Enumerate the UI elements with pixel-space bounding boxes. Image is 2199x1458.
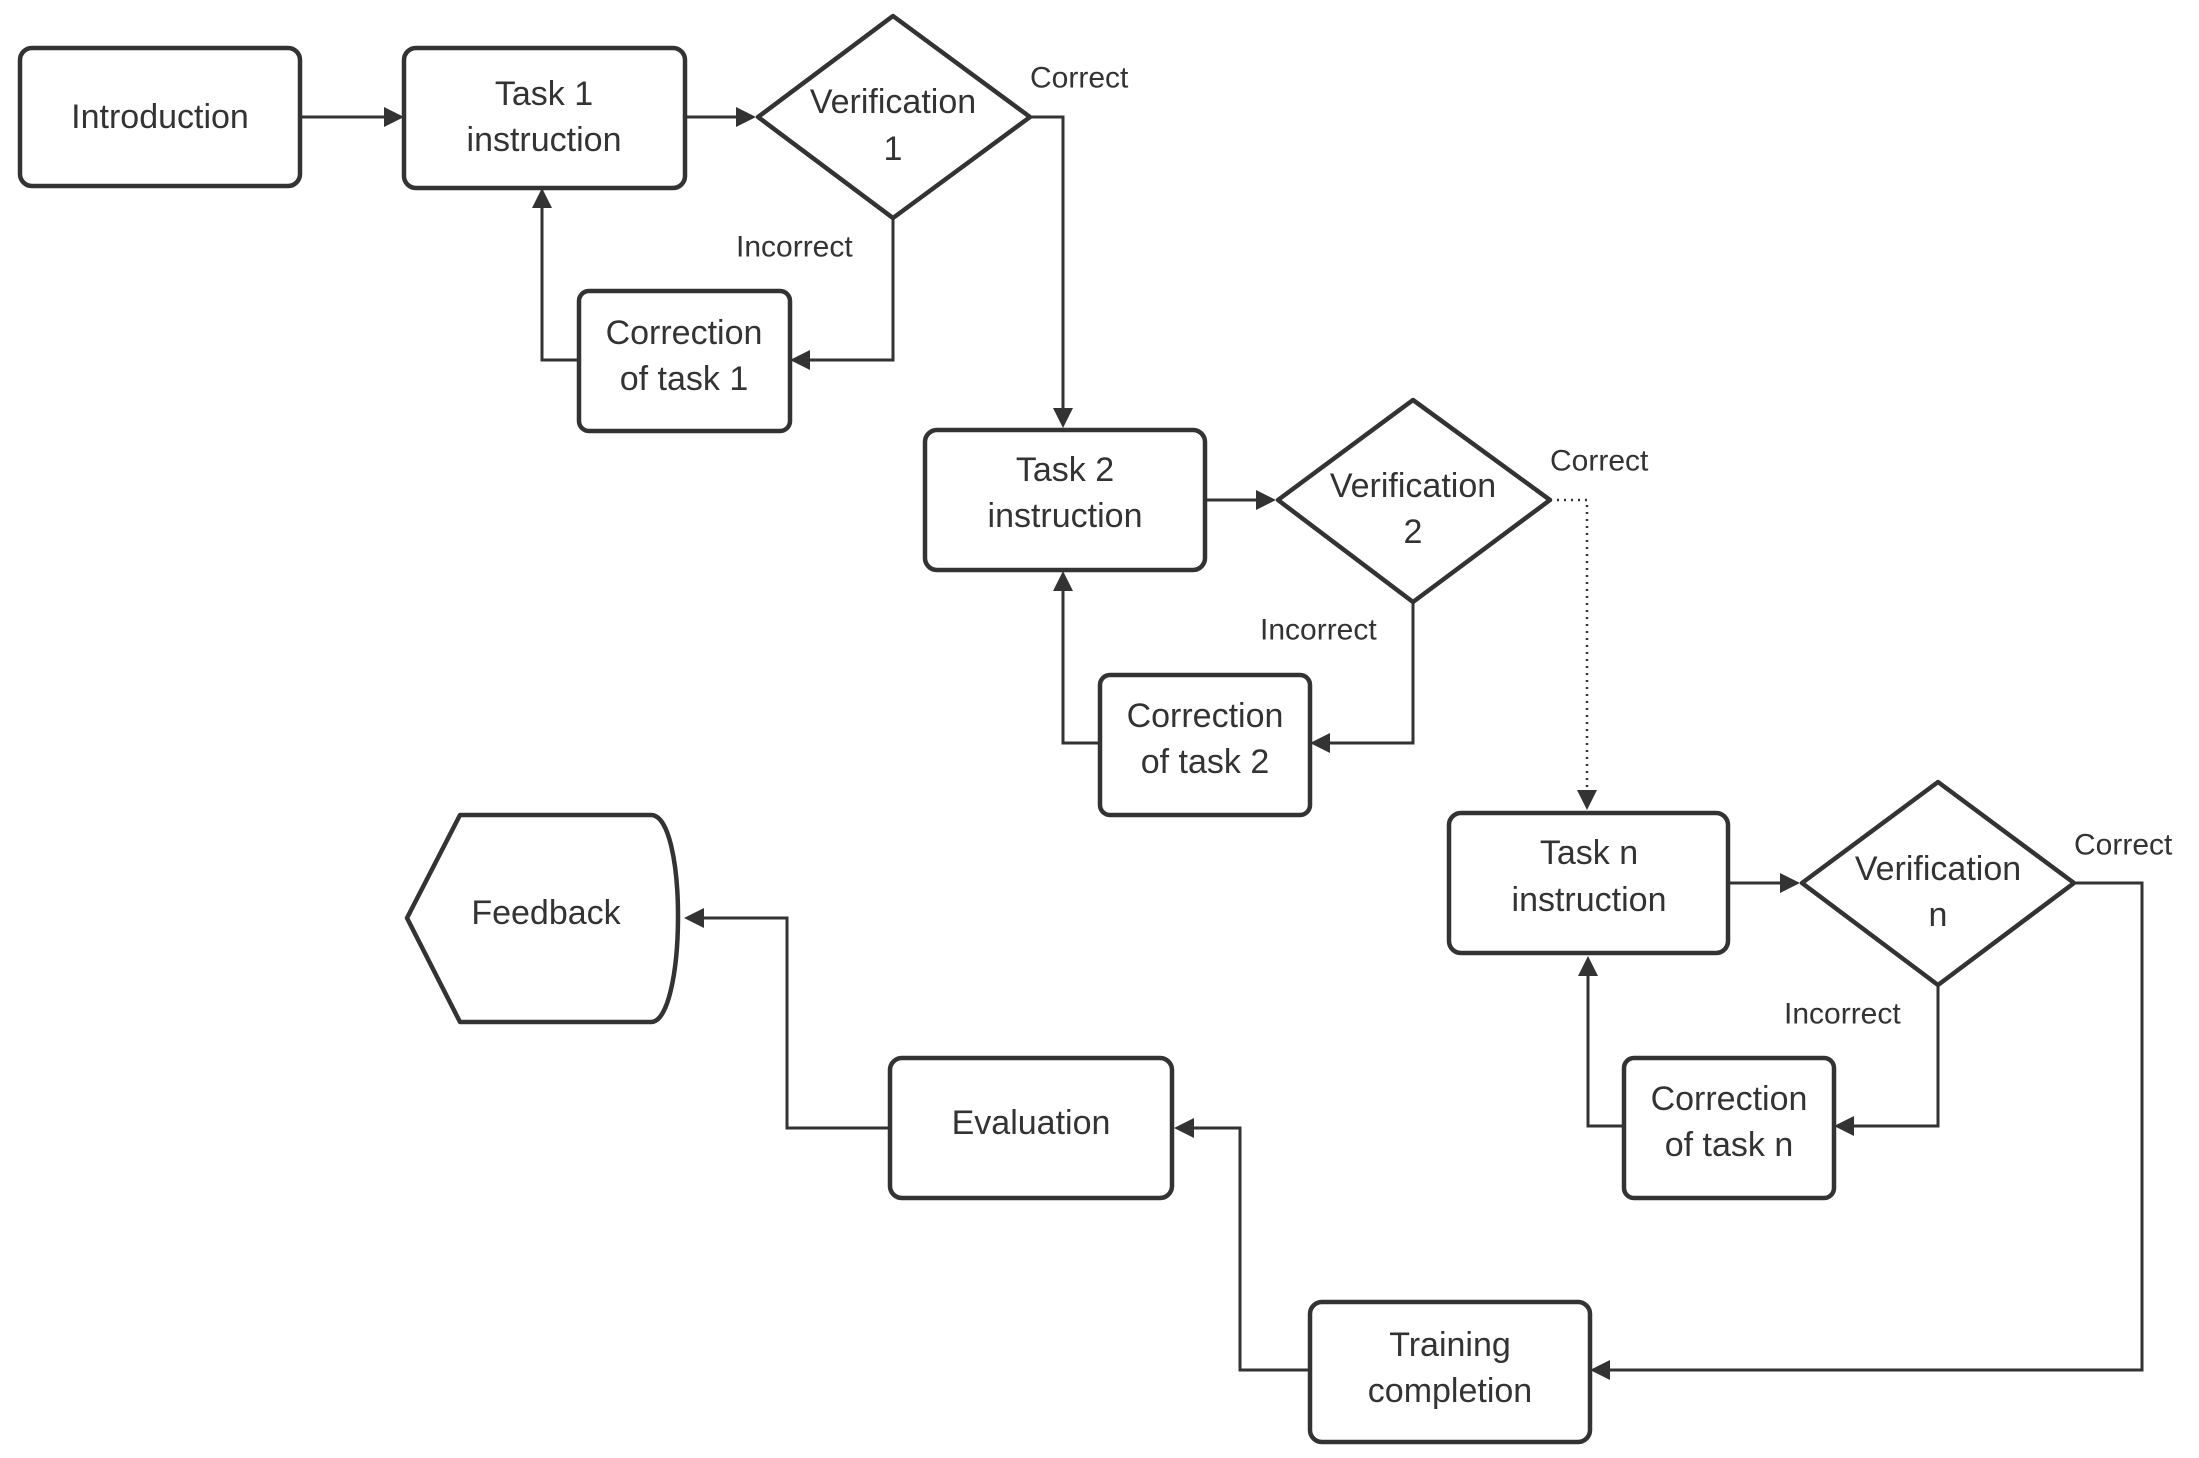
arrowhead-task1-in — [384, 107, 404, 127]
verification2-diamond — [1275, 397, 1553, 605]
connector-training-to-evaluation — [1190, 1126, 1310, 1372]
edge-label-correct-n: Correct — [2074, 829, 2173, 862]
verification2-label-line1: Verification — [1330, 467, 1496, 505]
arrowhead-task2-bottom — [1053, 571, 1073, 591]
feedback-display-shape — [404, 812, 681, 1025]
verification1-diamond — [755, 13, 1033, 221]
task1-label-line1: Task 1 — [495, 75, 593, 113]
arrowhead-task1-bottom — [532, 188, 552, 208]
feedback-label: Feedback — [471, 894, 621, 932]
node-task1-instruction: Task 1 instruction — [401, 45, 688, 191]
arrowhead-taskn-bottom — [1578, 956, 1598, 976]
node-verification1: Verification 1 — [755, 13, 1033, 221]
connector-correctionn-to-taskn — [1586, 972, 1624, 1128]
arrowhead-verification1-in — [736, 107, 756, 127]
task1-label-line2: instruction — [467, 121, 622, 159]
connector-correction2-to-task2 — [1061, 587, 1100, 745]
training-box — [1307, 1299, 1593, 1445]
verificationn-label-line1: Verification — [1855, 850, 2021, 888]
node-feedback: Feedback — [404, 812, 681, 1025]
connector-verificationn-correct — [1606, 881, 2144, 1372]
arrowhead-verificationn-in — [1780, 873, 1800, 893]
edge-labels: Correct Incorrect Correct Incorrect Corr… — [736, 62, 2173, 1031]
edge-label-correct-2: Correct — [1550, 445, 1649, 478]
node-task2-instruction: Task 2 instruction — [922, 427, 1208, 573]
edge-label-incorrect-1: Incorrect — [736, 231, 853, 264]
node-training-completion: Training completion — [1307, 1299, 1593, 1445]
evaluation-box — [887, 1055, 1175, 1201]
edge-label-correct-1: Correct — [1030, 62, 1129, 95]
evaluation-label: Evaluation — [952, 1104, 1111, 1142]
task1-box — [401, 45, 688, 191]
node-correctionn: Correction of task n — [1621, 1055, 1837, 1201]
verification2-label-line2: 2 — [1404, 513, 1423, 551]
connector-correction1-to-task1 — [540, 204, 579, 362]
correction2-box — [1097, 672, 1313, 818]
correctionn-label-line1: Correction — [1651, 1080, 1808, 1118]
node-correction1: Correction of task 1 — [576, 288, 793, 434]
taskn-box — [1446, 810, 1731, 956]
connector-evaluation-to-feedback — [700, 916, 890, 1130]
taskn-label-line2: instruction — [1512, 881, 1667, 919]
arrowhead-verification2-in — [1256, 490, 1276, 510]
arrowhead-taskn-top — [1577, 790, 1597, 810]
correction2-label-line2: of task 2 — [1141, 743, 1270, 781]
correction1-box — [576, 288, 793, 434]
correction1-label-line1: Correction — [606, 314, 763, 352]
node-verification2: Verification 2 — [1275, 397, 1553, 605]
task2-label-line2: instruction — [988, 497, 1143, 535]
connector-verification1-incorrect — [806, 218, 895, 362]
training-label-line1: Training — [1389, 1326, 1511, 1364]
node-correction2: Correction of task 2 — [1097, 672, 1313, 818]
arrowhead-training-in — [1590, 1360, 1610, 1380]
arrowhead-task2-top — [1053, 408, 1073, 428]
connector-verification1-correct — [1030, 115, 1065, 412]
verification1-label-line2: 1 — [884, 130, 903, 168]
training-label-line2: completion — [1368, 1372, 1532, 1410]
verification1-label-line1: Verification — [810, 83, 976, 121]
correction2-label-line1: Correction — [1127, 697, 1284, 735]
verificationn-diamond — [1799, 779, 2077, 988]
arrowhead-correction1-in — [790, 350, 810, 370]
node-evaluation: Evaluation — [887, 1055, 1175, 1201]
introduction-label: Introduction — [71, 98, 249, 136]
taskn-label-line1: Task n — [1540, 834, 1638, 872]
connectors — [300, 107, 2144, 1380]
arrowhead-feedback-in — [684, 908, 704, 928]
connector-verification2-incorrect — [1326, 602, 1415, 745]
task2-box — [922, 427, 1208, 573]
edge-label-incorrect-n: Incorrect — [1784, 998, 1901, 1031]
introduction-box — [17, 45, 303, 189]
connector-verificationn-incorrect — [1850, 985, 1940, 1128]
node-introduction: Introduction — [17, 45, 303, 189]
verificationn-label-line2: n — [1929, 896, 1948, 934]
correction1-label-line2: of task 1 — [620, 360, 749, 398]
node-taskn-instruction: Task n instruction — [1446, 810, 1731, 956]
edge-label-incorrect-2: Incorrect — [1260, 614, 1377, 647]
arrowhead-evaluation-in — [1174, 1118, 1194, 1138]
correctionn-label-line2: of task n — [1665, 1126, 1794, 1164]
connector-verification2-correct — [1550, 498, 1589, 794]
arrowhead-correctionn-in — [1834, 1116, 1854, 1136]
node-verificationn: Verification n — [1799, 779, 2077, 988]
arrowhead-correction2-in — [1310, 733, 1330, 753]
task2-label-line1: Task 2 — [1016, 451, 1114, 489]
correctionn-box — [1621, 1055, 1837, 1201]
